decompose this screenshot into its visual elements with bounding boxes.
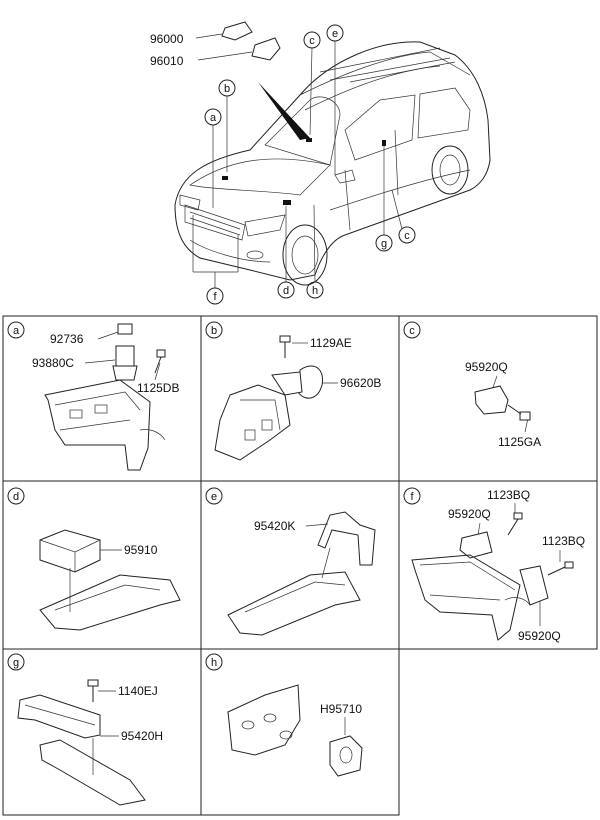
panel-b-tag: b: [211, 325, 217, 337]
vehicle-overview: [174, 41, 491, 286]
overview-callouts: b a c e c g d h f: [192, 24, 416, 305]
panel-g-part-1140EJ: 1140EJ: [118, 684, 158, 698]
panel-f-part-95920Q-top: 95920Q: [448, 507, 491, 521]
panel-g: g 1140EJ 95420H: [7, 653, 163, 806]
panel-g-part-95420H: 95420H: [121, 729, 163, 743]
panel-f: f 1123BQ 95920Q 1123BQ 95920Q: [403, 487, 585, 643]
panel-h-tag: h: [211, 657, 217, 669]
callout-c-side: c: [404, 230, 410, 242]
panel-c-part-95920Q: 95920Q: [465, 360, 508, 374]
panel-a-part-1125DB: 1125DB: [137, 381, 179, 395]
panel-d: d 95910: [7, 487, 181, 631]
rain-sensor-part-icon: [195, 21, 281, 61]
panel-c-tag: c: [409, 325, 415, 337]
panel-grid: [2, 315, 598, 816]
callout-g: g: [381, 238, 387, 250]
panel-a-tag: a: [13, 325, 20, 337]
callout-d: d: [283, 285, 289, 297]
panel-b-part-1129AE: 1129AE: [310, 336, 352, 350]
panel-a: a 92736 93880C 1125DB: [7, 321, 179, 471]
panel-f-tag: f: [410, 491, 414, 503]
panel-a-part-93880C: 93880C: [32, 356, 74, 370]
panel-f-part-1123BQ-top: 1123BQ: [487, 488, 530, 502]
callout-h: h: [312, 285, 318, 297]
callout-c-top: c: [309, 35, 315, 47]
panel-d-part-95910: 95910: [124, 543, 158, 557]
panel-e-part-95420K: 95420K: [254, 519, 295, 533]
callout-b: b: [224, 83, 230, 95]
panel-a-part-92736: 92736: [50, 332, 84, 346]
panel-f-part-95920Q-bottom: 95920Q: [518, 629, 561, 643]
callout-e: e: [332, 28, 338, 40]
part-label-96010: 96010: [150, 54, 184, 68]
callout-a: a: [210, 112, 217, 124]
panel-e-tag: e: [211, 491, 217, 503]
panel-b: b 1129AE 96620B: [205, 321, 381, 461]
panel-d-tag: d: [13, 491, 19, 503]
panel-c-part-1125GA: 1125GA: [498, 435, 541, 449]
panel-h: h H95710: [205, 653, 363, 777]
panel-h-part-H95710: H95710: [320, 702, 362, 716]
panel-c: c 95920Q 1125GA: [403, 321, 541, 449]
panel-b-part-96620B: 96620B: [340, 376, 381, 390]
panel-f-part-1123BQ-right: 1123BQ: [542, 534, 585, 548]
panel-e: e 95420K: [205, 487, 376, 636]
callout-f: f: [213, 291, 217, 303]
panel-g-tag: g: [13, 657, 19, 669]
part-label-96000: 96000: [150, 32, 184, 46]
